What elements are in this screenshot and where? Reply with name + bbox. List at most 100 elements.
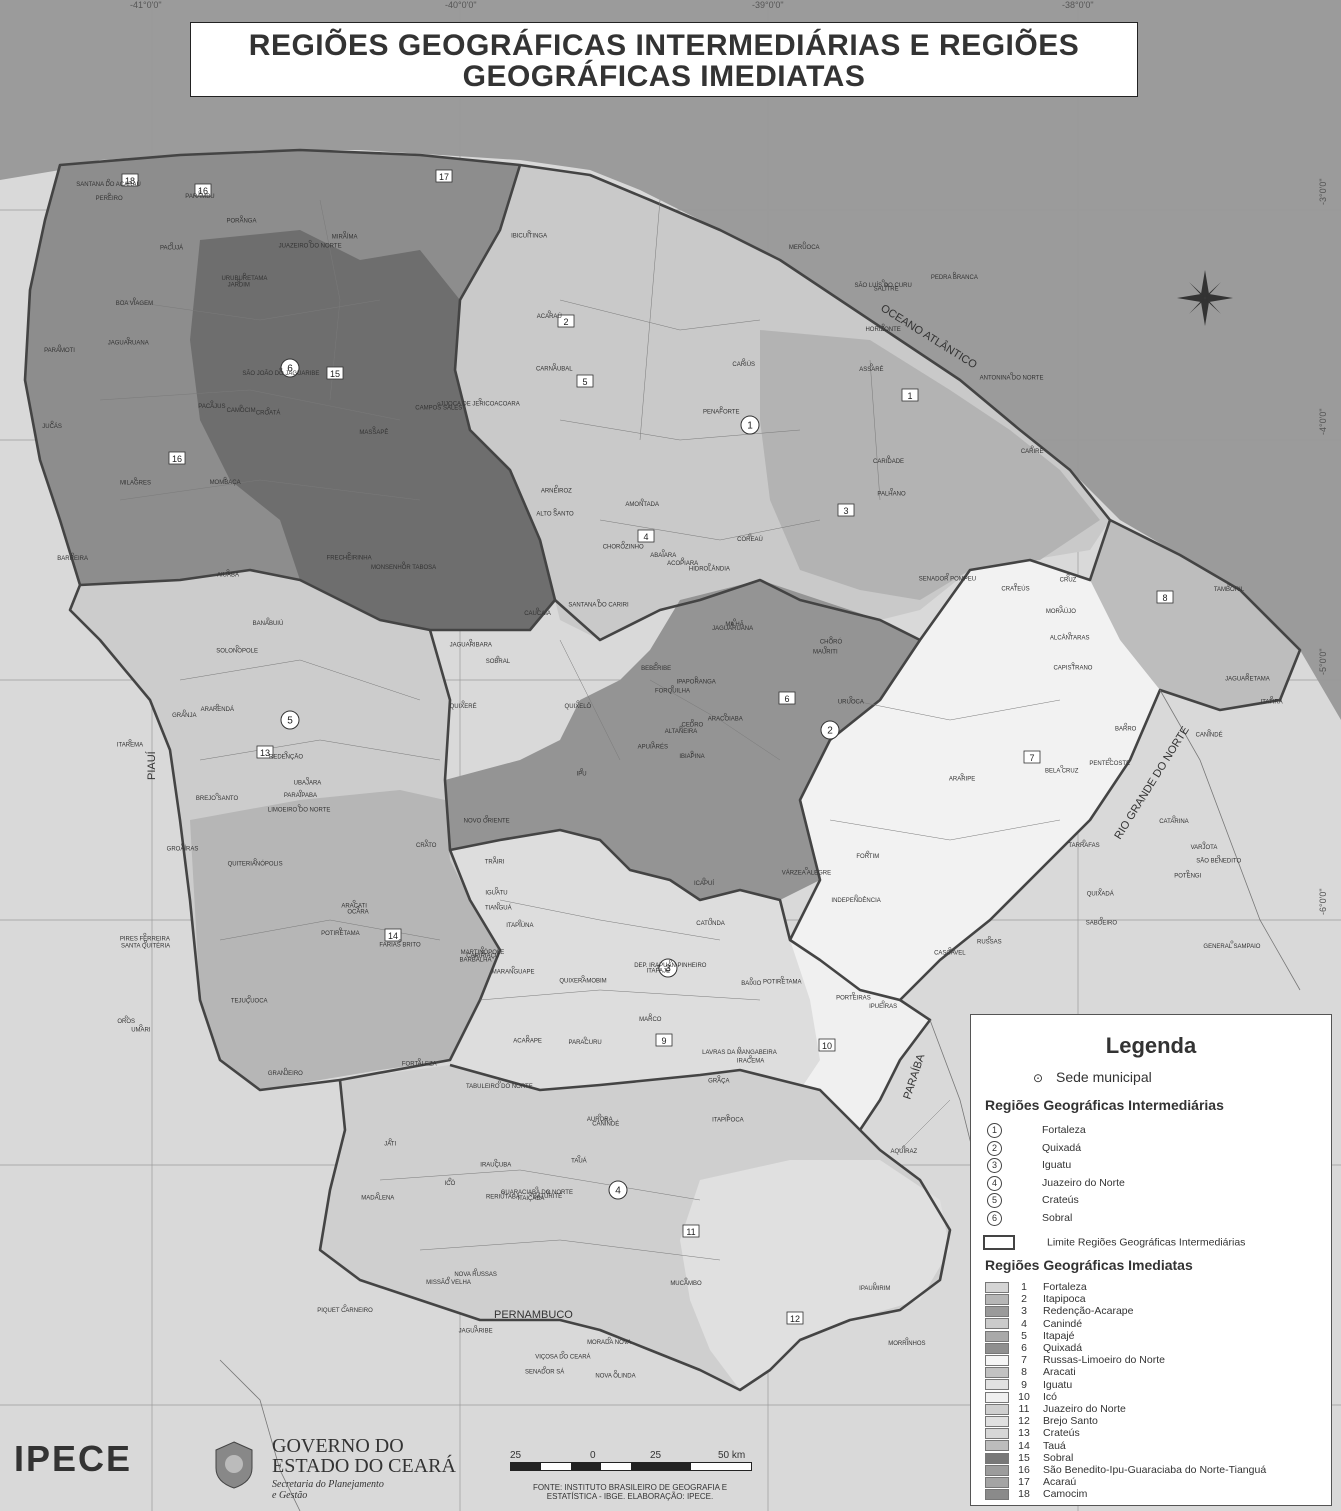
imed-legend-swatch	[985, 1403, 1009, 1415]
municipality: UMARI	[131, 1024, 151, 1034]
municipality-name: INDEPENDÊNCIA	[831, 896, 880, 904]
municipality-name: CASCAVEL	[934, 951, 966, 957]
municipality: CAMOCIM	[227, 404, 256, 414]
sede-municipal-label: Sede municipal	[1056, 1069, 1152, 1085]
imed-legend-name: Fortaleza	[1043, 1281, 1087, 1293]
municipality-name: POTIRETAMA	[321, 931, 360, 937]
municipality: COREAÚ	[737, 533, 763, 543]
municipality-name: AIUABA	[217, 573, 239, 579]
municipality: ARARIPE	[949, 773, 975, 783]
municipality-name: CAMOCIM	[227, 408, 256, 414]
municipality: PENAFORTE	[703, 406, 740, 416]
municipality: CROATÁ	[256, 407, 281, 417]
imed-marker-15: 15	[326, 366, 344, 380]
imed-legend-name: Iguatu	[1043, 1378, 1073, 1391]
municipality-name: JAGUARIBARA	[450, 642, 492, 648]
municipality: CATUNDA	[696, 917, 725, 927]
municipality-name: COREAÚ	[737, 536, 763, 543]
municipality: NOVA OLINDA	[595, 1369, 636, 1379]
municipality: SANTANA DO ACARAÚ	[76, 178, 141, 188]
source-line-2: ESTATÍSTICA - IBGE. ELABORAÇÃO: IPECE.	[546, 1492, 714, 1501]
imed-legend-swatch	[985, 1379, 1009, 1391]
municipality-name: JAGUARETAMA	[1225, 676, 1270, 682]
municipality: MIRAÍMA	[332, 230, 357, 240]
imed-legend-number: 1	[1021, 1281, 1027, 1293]
municipality-name: ICAPUÍ	[694, 880, 714, 887]
inter-legend-name: Juazeiro do Norte	[1042, 1176, 1125, 1189]
municipality-name: ACARAÚ	[537, 313, 562, 320]
imed-marker-1: 1	[901, 388, 919, 402]
municipality-name: GUARACIABA DO NORTE	[501, 1190, 573, 1196]
imed-legend-number: 7	[1021, 1354, 1027, 1367]
municipality: IRAUÇUBA	[480, 1158, 511, 1168]
municipality: ORÓS	[117, 1015, 135, 1025]
municipality-name: RUSSAS	[977, 939, 1002, 945]
municipality: UBAJARA	[294, 776, 321, 786]
imed-marker-14: 14	[384, 928, 402, 942]
municipality: MILHÃ	[725, 618, 744, 628]
inter-legend-name: Crateús	[1042, 1194, 1079, 1206]
imed-marker-number: 2	[563, 317, 568, 327]
municipality-name: SANTA QUITÉRIA	[121, 942, 170, 949]
municipality-name: GRANJEIRO	[268, 1071, 303, 1077]
municipality-name: NOVA OLINDA	[595, 1373, 635, 1379]
municipality: AMONTADA	[625, 498, 659, 508]
imed-marker-number: 18	[125, 176, 135, 186]
municipality-name: AURORA	[587, 1117, 613, 1123]
municipality: APUIARÉS	[638, 741, 668, 751]
map-title: REGIÕES GEOGRÁFICAS INTERMEDIÁRIAS E REG…	[190, 22, 1138, 97]
imed-regions-title: Regiões Geográficas Imediatas	[985, 1257, 1193, 1273]
municipality-name: FORTALEZA	[402, 1062, 437, 1068]
municipality-name: LAVRAS DA MANGABEIRA	[702, 1050, 777, 1056]
municipality: CARIRÉ	[1021, 445, 1043, 455]
municipality-name: BARREIRA	[57, 556, 88, 562]
municipality-name: CATARINA	[1159, 819, 1188, 825]
municipality-name: CROATÁ	[256, 410, 281, 417]
municipality: CAUCAIA	[524, 607, 551, 617]
municipality-name: ITAIÇABA	[517, 1196, 544, 1202]
municipality: SENADOR SÁ	[525, 1366, 564, 1376]
municipality-name: CEDRO	[682, 722, 704, 728]
municipality: QUITERIANÓPOLIS	[228, 858, 283, 868]
municipality-name: PACUJÁ	[160, 245, 183, 252]
municipality-name: CARIÚS	[732, 361, 755, 368]
municipality: MORAÚJO	[1046, 605, 1076, 615]
imed-legend-name: Quixadá	[1043, 1342, 1083, 1354]
scale-numbers: 25 0 25 50 km	[510, 1450, 780, 1462]
municipal-boundaries	[99, 199, 1061, 1261]
municipality: IPAPORANGA	[677, 676, 716, 686]
municipality-name: SANTANA DO CARIRI	[568, 602, 629, 608]
imed-legend-number: 10	[1018, 1390, 1030, 1403]
municipality-name: TABULEIRO DO NORTE	[466, 1084, 533, 1090]
imed-marker-number: 12	[790, 1314, 800, 1324]
municipality: FORTALEZA	[402, 1058, 437, 1068]
imed-legend-swatch	[985, 1452, 1009, 1464]
municipality-name: PARAIPABA	[284, 793, 317, 799]
title-line-1: REGIÕES GEOGRÁFICAS INTERMEDIÁRIAS E REG…	[248, 29, 1080, 62]
municipality-name: NOVO ORIENTE	[464, 818, 510, 824]
municipality-name: JUCÁS	[42, 423, 62, 430]
municipality-name: ASSARÉ	[859, 366, 883, 373]
municipality-name: JAGUARUANA	[712, 626, 753, 632]
coord-right-1: -4°0'0"	[1318, 408, 1328, 435]
municipality: ACARAPE	[513, 1034, 542, 1044]
municipality: SÃO JOÃO DO JAGUARIBE	[242, 367, 319, 377]
inter-marker-number: 2	[827, 726, 833, 737]
imed-marker-6: 6	[778, 691, 796, 705]
inter-legend-number: 1	[987, 1123, 1002, 1138]
region-fortaleza-east	[760, 330, 1100, 600]
municipality: HORIZONTE	[865, 323, 901, 333]
municipality-name: ARACATI	[341, 903, 367, 909]
inter-legend-number: 5	[987, 1193, 1002, 1208]
municipality-name: SABOEIRO	[1086, 920, 1118, 926]
municipality: VÁRZEA ALEGRE	[782, 866, 831, 876]
municipality-name: PORTEIRAS	[836, 995, 871, 1001]
region-sobral-core	[190, 230, 555, 630]
municipality: FARIAS BRITO	[379, 939, 421, 948]
